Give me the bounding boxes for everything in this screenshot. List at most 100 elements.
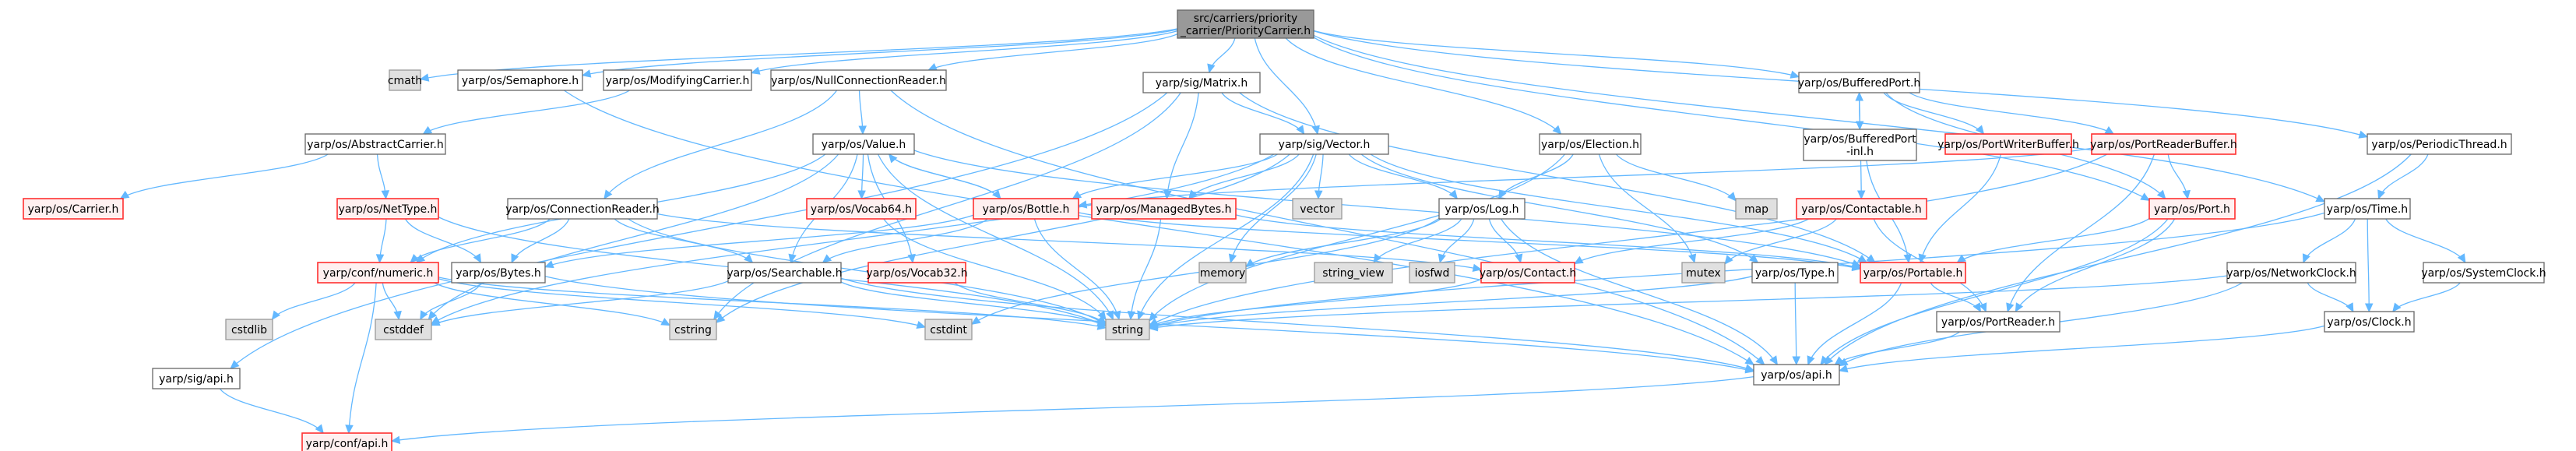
node-box (669, 319, 717, 340)
edge-searchable-to-string (840, 281, 1107, 326)
edge-line (1909, 92, 2114, 135)
node-contactable[interactable]: yarp/os/Contactable.h (1796, 198, 1927, 220)
node-box (507, 198, 658, 220)
arrowhead-icon (345, 425, 354, 435)
node-vector[interactable]: yarp/sig/Vector.h (1259, 133, 1389, 155)
node-nullconn[interactable]: yarp/os/NullConnectionReader.h (770, 69, 947, 91)
edge-portable-to-osapi (1807, 282, 1902, 366)
node-pwbuf[interactable]: yarp/os/PortWriterBuffer.h (1937, 133, 2079, 155)
arrowhead-icon (428, 310, 438, 320)
node-memory[interactable]: memory (1198, 262, 1247, 284)
node-type[interactable]: yarp/os/Type.h (1751, 262, 1839, 284)
node-time[interactable]: yarp/os/Time.h (2324, 198, 2411, 220)
arrowhead-icon (1228, 253, 1237, 264)
arrowhead-icon (1755, 355, 1765, 365)
edge-abscarrier-to-carrier (119, 153, 329, 199)
node-log[interactable]: yarp/os/Log.h (1438, 198, 1526, 220)
node-nettype[interactable]: yarp/os/NetType.h (336, 198, 439, 220)
edge-root-to-time (1313, 34, 2326, 203)
edge-connreader-to-numeric (410, 218, 551, 263)
node-portable[interactable]: yarp/os/Portable.h (1860, 262, 1966, 284)
node-string-view[interactable]: string_view (1314, 262, 1393, 284)
arrowhead-icon (2104, 126, 2115, 135)
arrowhead-icon (1207, 63, 1216, 74)
node-numeric[interactable]: yarp/conf/numeric.h (317, 262, 439, 284)
arrowhead-icon (1727, 192, 1737, 202)
edge-line (1149, 275, 2228, 329)
arrowhead-icon (1975, 125, 1985, 135)
node-abscarrier[interactable]: yarp/os/AbstractCarrier.h (304, 133, 446, 155)
node-clock[interactable]: yarp/os/Clock.h (2324, 311, 2415, 333)
node-bytes[interactable]: yarp/os/Bytes.h (451, 262, 546, 284)
node-label: yarp/os/Value.h (822, 139, 906, 151)
arrowhead-icon (1834, 356, 1845, 365)
edge-time-to-clock (2364, 218, 2374, 313)
node-managedbytes[interactable]: yarp/os/ManagedBytes.h (1091, 198, 1237, 220)
node-box (1753, 364, 1840, 386)
arrowhead-icon (420, 310, 428, 321)
node-iosfwd[interactable]: iosfwd (1409, 262, 1455, 284)
node-prbuf[interactable]: yarp/os/PortReaderBuffer.h (2090, 133, 2237, 155)
edge-line (1501, 218, 1778, 365)
node-mutex[interactable]: mutex (1681, 262, 1726, 284)
node-label: yarp/os/Contactable.h (1801, 203, 1922, 216)
arrowhead-icon (119, 190, 130, 199)
arrowhead-icon (750, 66, 761, 75)
node-portreader[interactable]: yarp/os/PortReader.h (1936, 311, 2060, 333)
edge-numeric-to-string (438, 277, 1107, 330)
edge-root-to-vector (1254, 37, 1320, 136)
node-connreader[interactable]: yarp/os/ConnectionReader.h (505, 198, 660, 220)
node-port[interactable]: yarp/os/Port.h (2148, 198, 2236, 220)
node-confapi[interactable]: yarp/conf/api.h (301, 432, 392, 451)
node-contact[interactable]: yarp/os/Contact.h (1480, 262, 1577, 284)
edge-connreader-to-bytes (511, 218, 570, 264)
edge-managedbytes-to-string (1127, 218, 1162, 321)
node-election[interactable]: yarp/os/Election.h (1539, 133, 1642, 155)
node-netclock[interactable]: yarp/os/NetworkClock.h (2226, 262, 2356, 284)
node-box (2148, 198, 2236, 220)
node-semaphore[interactable]: yarp/os/Semaphore.h (457, 69, 583, 91)
node-cstddef[interactable]: cstddef (375, 319, 432, 340)
node-box (1796, 198, 1927, 220)
arrowhead-icon (2392, 302, 2402, 312)
edge-line (428, 153, 839, 320)
node-value[interactable]: yarp/os/Value.h (812, 133, 915, 155)
arrowhead-icon (1448, 189, 1459, 199)
arrowhead-icon (2358, 130, 2369, 139)
node-cstring[interactable]: cstring (669, 319, 717, 340)
node-label: yarp/os/SystemClock.h (2421, 267, 2546, 280)
node-perthread[interactable]: yarp/os/PeriodicThread.h (2367, 133, 2512, 155)
edge-vector-to-managedbytes (1188, 153, 1300, 199)
node-label: _carrier/PriorityCarrier.h (1180, 25, 1311, 37)
node-box (1091, 198, 1237, 220)
node-matrix[interactable]: yarp/sig/Matrix.h (1142, 72, 1261, 93)
node-sigapi[interactable]: yarp/sig/api.h (152, 368, 241, 389)
node-cmath[interactable]: cmath (388, 69, 422, 91)
node-vocab32[interactable]: yarp/os/Vocab32.h (866, 262, 968, 284)
node-modcarrier[interactable]: yarp/os/ModifyingCarrier.h (603, 69, 752, 91)
edge-line (840, 281, 1107, 326)
node-box (2091, 133, 2236, 155)
arrowhead-icon (1979, 302, 1987, 313)
node-label: yarp/os/PortWriterBuffer.h (1937, 139, 2079, 151)
node-vocab64[interactable]: yarp/os/Vocab64.h (806, 198, 917, 220)
edge-port-to-portreader (2015, 218, 2176, 313)
edge-numeric-to-cstdint (438, 278, 927, 329)
node-label: cstdint (930, 324, 967, 336)
node-osapi[interactable]: yarp/os/api.h (1753, 364, 1840, 386)
node-cstdlib[interactable]: cstdlib (225, 319, 273, 340)
node-string[interactable]: string (1105, 319, 1150, 340)
node-bufport[interactable]: yarp/os/BufferedPort.h (1798, 72, 1921, 93)
arrowhead-icon (1838, 365, 1849, 373)
node-searchable[interactable]: yarp/os/Searchable.h (727, 262, 843, 284)
node-root[interactable]: src/carriers/priority_carrier/PriorityCa… (1177, 9, 1314, 39)
node-bottle[interactable]: yarp/os/Bottle.h (973, 198, 1079, 220)
node-box (301, 432, 392, 451)
node-sysclock[interactable]: yarp/os/SystemClock.h (2421, 262, 2546, 284)
edge-portreader-to-osapi (1834, 331, 1960, 365)
node-map[interactable]: map (1735, 198, 1778, 220)
node-cstdint[interactable]: cstdint (924, 319, 973, 340)
node-bufportinl[interactable]: yarp/os/BufferedPort-inl.h (1803, 129, 1917, 161)
node-vectorstd[interactable]: vector (1292, 198, 1343, 220)
node-carrier[interactable]: yarp/os/Carrier.h (23, 198, 124, 220)
